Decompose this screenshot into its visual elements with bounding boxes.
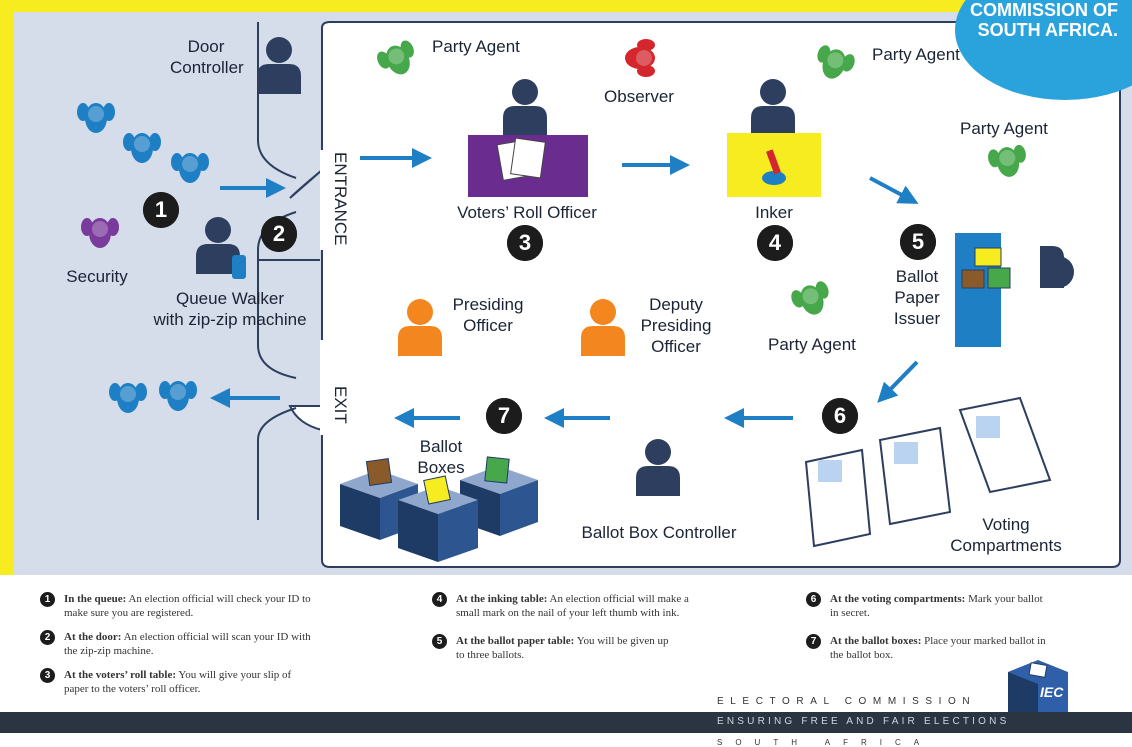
legend-number: 1 <box>40 592 55 607</box>
party-agent-label: Party Agent <box>432 37 520 56</box>
door-controller-label-line: Door <box>187 37 225 56</box>
legend-text: You will give your slip of <box>176 669 292 681</box>
ballot-papers-icon <box>961 247 1011 289</box>
legend-number: 2 <box>40 630 55 645</box>
voting-compartments-label: Voting Compartments <box>946 514 1066 556</box>
voting-compartments-label-line: Compartments <box>950 536 1062 555</box>
party-agent-label: Party Agent <box>872 45 960 64</box>
legend-text: An election official will scan your ID w… <box>121 631 311 643</box>
observer-label: Observer <box>604 87 674 106</box>
ballot-boxes-label-line: Boxes <box>417 458 465 477</box>
legend-number: 6 <box>806 592 821 607</box>
badge-line-1: COMMISSION OF <box>970 0 1118 20</box>
security-label: Security <box>66 267 128 286</box>
badge-line-2: SOUTH AFRICA. <box>977 20 1118 40</box>
queue-walker-label-line: Queue Walker <box>175 289 285 308</box>
legend-text: small mark on the nail of your left thum… <box>456 607 680 619</box>
legend-title: In the queue: <box>64 593 127 605</box>
voters-roll-officer-label: Voters’ Roll Officer <box>457 203 597 222</box>
footer-tagline: ENSURING FREE AND FAIR ELECTIONS <box>717 716 1010 727</box>
legend-title: At the inking table: <box>456 593 548 605</box>
legend-number: 7 <box>806 634 821 649</box>
ballot-boxes-label-line: Ballot <box>419 437 463 456</box>
party-agent-label: Party Agent <box>960 119 1048 138</box>
footer-country: SOUTH AFRICA <box>717 738 933 747</box>
step-4-number: 4 <box>757 225 793 261</box>
arrow-to-issuer <box>869 176 919 204</box>
legend-text: An election official will make a <box>547 593 689 605</box>
footer-bar <box>0 712 1132 733</box>
step-2-number: 2 <box>261 216 297 252</box>
step-7-number: 7 <box>486 398 522 434</box>
footer-org: ELECTORAL COMMISSION <box>717 696 977 707</box>
ballot-paper-issuer-label-line: Ballot <box>895 267 939 286</box>
step-5-number: 5 <box>900 224 936 260</box>
deputy-presiding-officer-label-line: Presiding <box>640 316 712 335</box>
legend-text: the zip-zip machine. <box>64 645 154 657</box>
legend-text: An election official will check your ID … <box>126 593 311 605</box>
badge-text: COMMISSION OF SOUTH AFRICA. <box>970 0 1118 40</box>
legend-number: 5 <box>432 634 447 649</box>
voting-compartments-label-line: Voting <box>982 515 1030 534</box>
presiding-officer-label-line: Presiding <box>452 295 524 314</box>
document-icon <box>496 137 546 181</box>
legend-title: At the ballot paper table: <box>456 635 575 647</box>
ballot-paper-issuer-label-line: Paper <box>894 288 940 307</box>
deputy-presiding-officer-label: Deputy Presiding Officer <box>634 294 718 357</box>
ballot-boxes-label: Ballot Boxes <box>408 436 474 478</box>
legend-text: paper to the voters’ roll officer. <box>64 683 201 695</box>
exit-label: EXIT <box>331 386 350 424</box>
ballot-boxes-icon <box>340 456 538 562</box>
iec-logo-text: IEC <box>1040 684 1064 700</box>
legend-number: 4 <box>432 592 447 607</box>
door-controller-label: Door Controller <box>170 36 244 78</box>
legend-text: the ballot box. <box>830 649 894 661</box>
flow-arrows <box>210 148 919 428</box>
step-6-number: 6 <box>822 398 858 434</box>
queue-walker-label: Queue Walker with zip-zip machine <box>150 288 310 330</box>
legend-text: Mark your ballot <box>965 593 1043 605</box>
legend-text: in secret. <box>830 607 870 619</box>
door-controller-label-line: Controller <box>170 58 244 77</box>
deputy-presiding-officer-label-line: Deputy <box>649 295 703 314</box>
ballot-paper-issuer-label: Ballot Paper Issuer <box>882 266 952 329</box>
legend-text: to three ballots. <box>456 649 525 661</box>
inker-label: Inker <box>755 203 793 222</box>
queue-walker-label-line: with zip-zip machine <box>153 310 307 329</box>
zip-zip-machine-icon <box>232 255 246 279</box>
legend-number: 3 <box>40 668 55 683</box>
arrow-to-compartments <box>877 360 919 403</box>
entrance-label: ENTRANCE <box>331 152 350 246</box>
presiding-officer-label-line: Officer <box>463 316 513 335</box>
legend-title: At the door: <box>64 631 122 643</box>
legend-text: make sure you are registered. <box>64 607 194 619</box>
ballot-box <box>398 475 478 562</box>
deputy-presiding-officer-label-line: Officer <box>651 337 701 356</box>
presiding-officer-label: Presiding Officer <box>446 294 530 336</box>
legend-title: At the ballot boxes: <box>830 635 922 647</box>
party-agent-label: Party Agent <box>768 335 856 354</box>
legend-title: At the voting compartments: <box>830 593 966 605</box>
legend-text: Place your marked ballot in <box>921 635 1046 647</box>
ballot-box-controller-label: Ballot Box Controller <box>581 523 737 542</box>
ink-bottle-icon <box>762 149 786 185</box>
legend-text: You will be given up <box>574 635 669 647</box>
legend-title: At the voters’ roll table: <box>64 669 177 681</box>
step-1-number: 1 <box>143 192 179 228</box>
step-3-number: 3 <box>507 225 543 261</box>
ballot-paper-issuer-label-line: Issuer <box>893 309 941 328</box>
compartment-ballots <box>818 416 1000 482</box>
